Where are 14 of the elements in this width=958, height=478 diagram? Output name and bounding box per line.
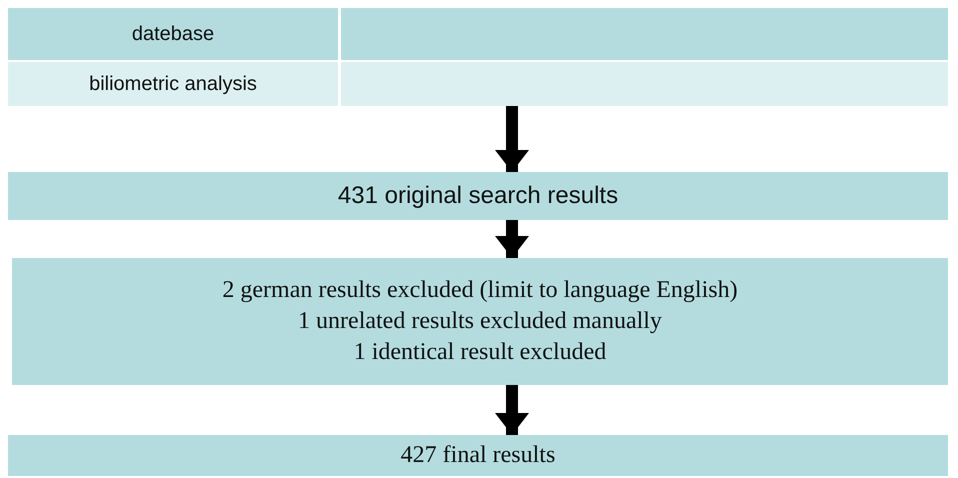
process-box bbox=[8, 172, 948, 220]
info-table bbox=[8, 8, 948, 106]
arrow bbox=[495, 385, 529, 435]
box-text: 431 original search results bbox=[338, 181, 618, 212]
process-box bbox=[8, 435, 948, 476]
box-text: 1 unrelated results excluded manually bbox=[298, 306, 662, 336]
table-cell: biliometric analysis bbox=[8, 62, 338, 106]
table-cell: datebase bbox=[8, 8, 338, 60]
box-text: 2 german results excluded (limit to language English) bbox=[222, 276, 738, 305]
box-text: 427 final results bbox=[400, 440, 556, 470]
arrow bbox=[495, 220, 529, 258]
arrow bbox=[495, 106, 529, 172]
box-text: 1 identical result excluded bbox=[354, 338, 606, 368]
process-box bbox=[12, 258, 948, 385]
